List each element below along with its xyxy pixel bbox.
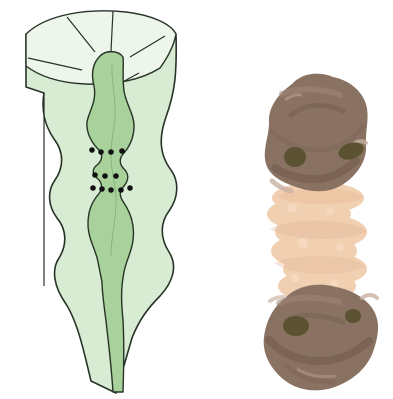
- protein-rendering: [264, 74, 378, 391]
- pore-dot: [89, 147, 95, 153]
- pore-dot: [108, 187, 114, 193]
- pore-dot: [90, 185, 96, 191]
- pore-dot: [119, 148, 125, 154]
- pore-dot: [108, 149, 114, 155]
- protein-middle-segment: [267, 182, 367, 302]
- pore-dot: [92, 172, 98, 178]
- channel-schematic: [26, 11, 177, 393]
- pore-dot: [99, 186, 105, 192]
- pore-dot: [98, 149, 104, 155]
- pore-dot: [127, 185, 133, 191]
- protein-bottom-domain: [264, 285, 378, 391]
- protein-top-domain: [265, 74, 368, 192]
- top-pocket-left: [284, 147, 306, 167]
- pore-dot: [102, 173, 108, 179]
- pore-dot: [113, 173, 119, 179]
- pore-dot: [118, 187, 124, 193]
- bottom-pocket-left: [283, 316, 309, 336]
- bottom-pocket-right: [345, 309, 361, 323]
